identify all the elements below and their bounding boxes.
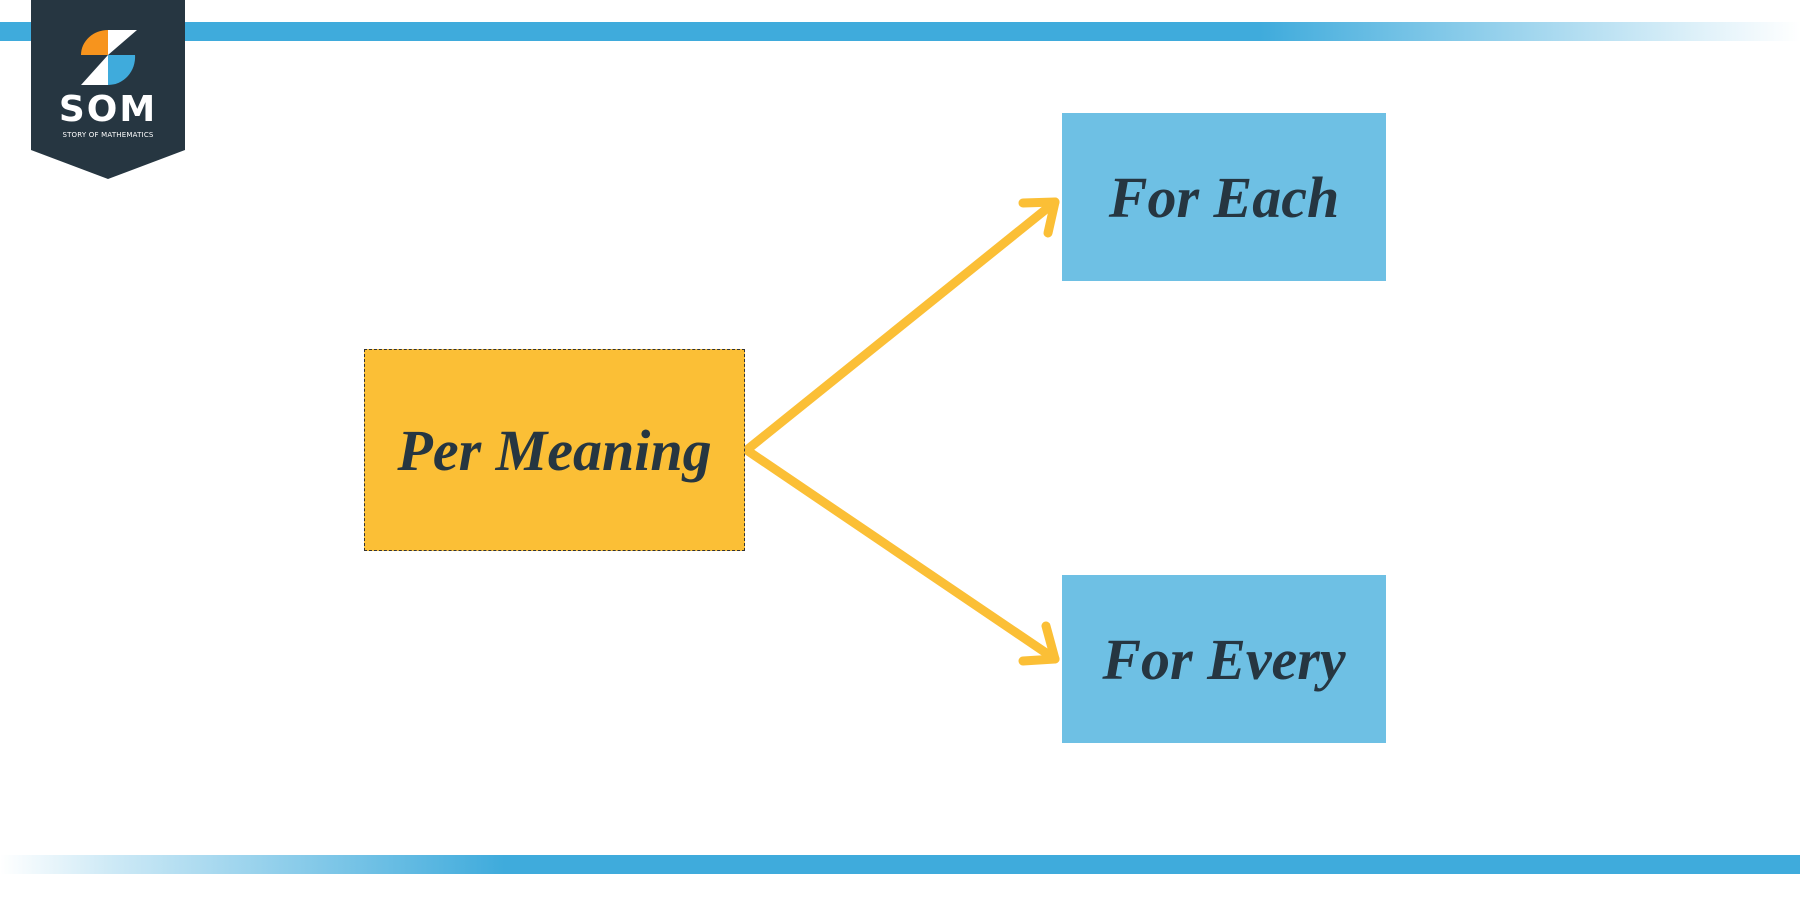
bottom-accent-band [0, 855, 1800, 874]
node-for-each: For Each [1062, 113, 1386, 281]
logo-badge-icon [31, 0, 185, 179]
node-per-meaning-label: Per Meaning [397, 417, 712, 483]
node-per-meaning: Per Meaning [364, 349, 745, 551]
logo-wordmark: SOM [58, 89, 158, 130]
node-for-every: For Every [1062, 575, 1386, 743]
logo-tagline: STORY OF MATHEMATICS [62, 131, 154, 139]
arrow-to-for-every [743, 446, 1060, 666]
arrow-to-for-each [743, 197, 1060, 454]
node-for-every-label: For Every [1102, 626, 1346, 692]
top-accent-band [0, 22, 1800, 41]
node-for-each-label: For Each [1108, 164, 1340, 230]
som-logo: SOM STORY OF MATHEMATICS [31, 0, 185, 179]
